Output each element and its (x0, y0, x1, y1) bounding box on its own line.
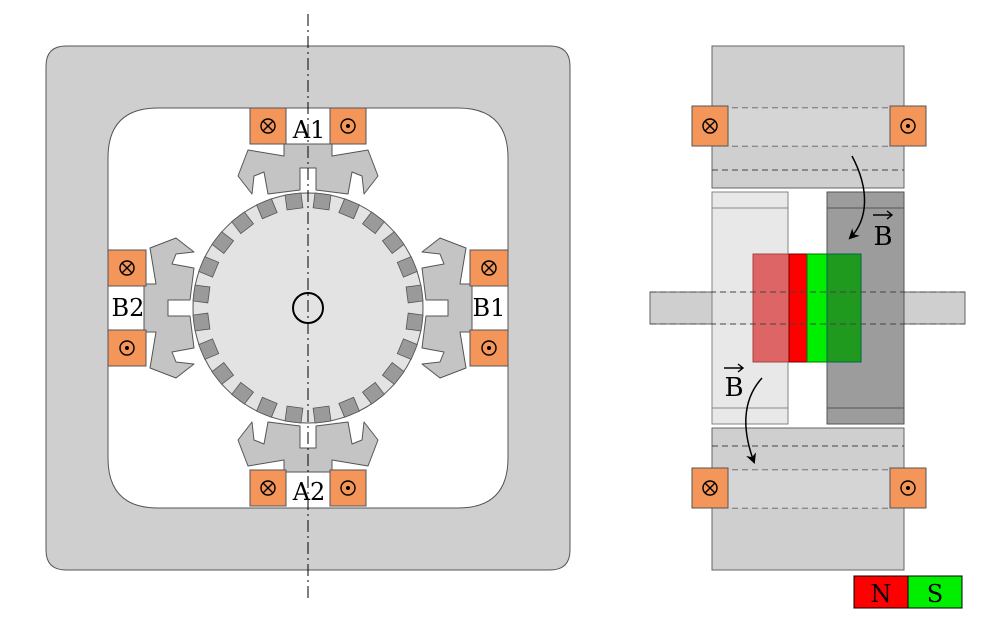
coil-a2-out (329, 469, 367, 507)
current-out-icon (900, 480, 916, 496)
pole-b1 (421, 237, 473, 379)
coil-b2-in (107, 249, 147, 287)
coil-a1-in (249, 107, 287, 145)
rotor-tooth (192, 312, 211, 332)
vector-arrow-icon (724, 363, 745, 373)
pole-a2 (237, 421, 379, 473)
rotor-tooth (338, 198, 360, 220)
label-b2: B2 (112, 294, 145, 322)
current-in-icon (260, 480, 276, 496)
rotor-tooth (192, 284, 211, 304)
rotor-teeth (192, 192, 424, 424)
rotor-tooth (231, 381, 255, 405)
magnet-north-pole-shade (752, 253, 790, 363)
current-out-icon (119, 340, 135, 356)
rotor-tooth (381, 361, 405, 385)
rotor-tooth (338, 396, 360, 418)
magnet-legend: N S (853, 575, 963, 609)
rotor-tooth (361, 211, 385, 235)
front-view: A1 A2 B2 B1 (45, 14, 571, 600)
rotor-tooth (396, 256, 418, 278)
rotor-tooth (381, 231, 405, 255)
flux-label-bottom-text: B (724, 373, 743, 403)
current-in-icon (119, 260, 135, 276)
coil-a1-out (329, 107, 367, 145)
stator-frame (45, 45, 571, 571)
rotor-tooth (312, 405, 332, 424)
permanent-magnet (752, 253, 862, 363)
flux-arrow-bottom (745, 377, 763, 464)
rotor-tooth (405, 284, 424, 304)
current-out-icon (481, 340, 497, 356)
rotor-tooth (198, 338, 220, 360)
coil-b1-out (469, 329, 509, 367)
flux-label-top-text: B (873, 222, 892, 252)
rotor-tooth (361, 381, 385, 405)
coil-b2-out (107, 329, 147, 367)
label-b1: B1 (473, 294, 506, 322)
side-view: B B (649, 45, 966, 571)
legend-south-label: S (927, 580, 943, 608)
pole-a1 (237, 143, 379, 195)
side-coil-top-right (889, 105, 927, 147)
current-in-icon (481, 260, 497, 276)
rotor-tooth (405, 312, 424, 332)
rotor-tooth (231, 211, 255, 235)
flux-label-top: B (873, 210, 894, 252)
coil-b1-in (469, 249, 509, 287)
label-a2: A2 (292, 478, 326, 506)
side-coil-bottom-left (691, 467, 729, 509)
rotor-tooth (211, 231, 235, 255)
pole-b2 (143, 237, 195, 379)
side-coil-bottom-right (889, 467, 927, 509)
current-out-icon (900, 118, 916, 134)
rotor-tooth (256, 198, 278, 220)
rotor-tooth (396, 338, 418, 360)
magnet-north-pole (788, 253, 808, 363)
current-out-icon (340, 480, 356, 496)
flux-label-bottom: B (724, 363, 745, 403)
vector-arrow-icon (873, 210, 894, 220)
current-in-icon (702, 480, 718, 496)
upper-winding (712, 107, 904, 171)
legend-north-swatch (853, 575, 909, 609)
rotor-tooth (256, 396, 278, 418)
stator-poles (143, 143, 473, 473)
rotor-tooth (284, 192, 304, 211)
magnet-south-pole (806, 253, 828, 363)
current-in-icon (702, 118, 718, 134)
label-a1: A1 (292, 116, 326, 144)
rotor-tooth (284, 405, 304, 424)
current-out-icon (340, 118, 356, 134)
current-in-icon (260, 118, 276, 134)
flux-arrow-top (848, 155, 866, 240)
side-coil-top-left (691, 105, 729, 147)
rotor-tooth (211, 361, 235, 385)
lower-winding (712, 445, 904, 509)
legend-south-swatch (907, 575, 963, 609)
rotor-tooth (198, 256, 220, 278)
magnet-south-pole-shade (826, 253, 862, 363)
coil-a2-in (249, 469, 287, 507)
front-coils (107, 107, 509, 507)
legend-north-label: N (871, 580, 892, 608)
rotor-tooth (312, 192, 332, 211)
